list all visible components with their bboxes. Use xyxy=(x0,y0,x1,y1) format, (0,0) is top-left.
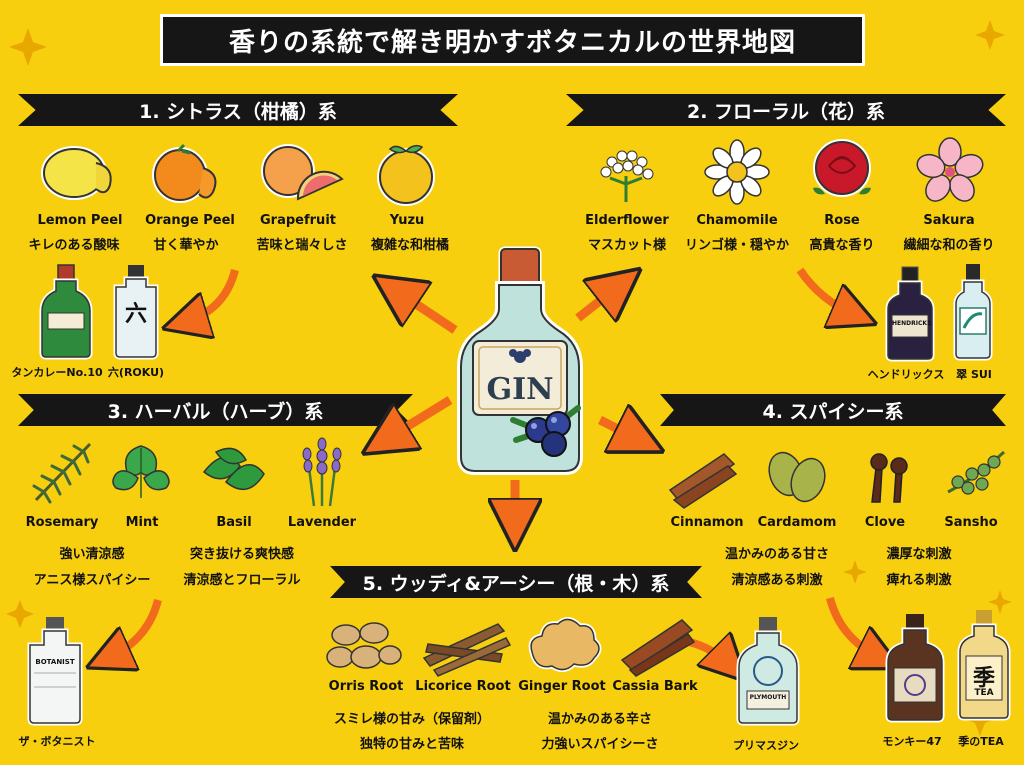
botanical-desc: 複雑な和柑橘 xyxy=(370,238,450,253)
botanical-desc: 高貴な香り xyxy=(809,238,875,253)
botanical-desc: マスカット様 xyxy=(587,238,667,253)
elderflower-icon xyxy=(600,150,654,202)
mint-icon xyxy=(112,445,170,498)
botanical-name: Rose xyxy=(824,213,860,228)
botanical-name: Orris Root xyxy=(328,679,404,694)
botanical-name: Rosemary xyxy=(25,515,99,530)
clove-icon xyxy=(870,453,908,503)
lavender-icon xyxy=(302,437,342,507)
botanical-name: Orange Peel xyxy=(145,213,235,228)
sakura-icon xyxy=(916,137,984,202)
section-heading-woody: 5. ウッディ&アーシー（根・木）系 xyxy=(330,566,702,598)
botanical-name: Grapefruit xyxy=(260,213,336,228)
botanist-bottle-text: BOTANIST xyxy=(35,658,75,666)
hendricks-bottle-text: HENDRICKS xyxy=(892,320,932,327)
botanical-desc: アニス様スパイシー xyxy=(33,573,151,588)
gin-name: プリマスジン xyxy=(733,739,799,752)
botanical-desc: 温かみのある甘さ xyxy=(724,547,830,562)
botanical-name: Elderflower xyxy=(585,213,669,228)
botanical-name: Lavender xyxy=(287,515,357,530)
botanical-desc: 突き抜ける爽快感 xyxy=(189,547,295,562)
botanical-desc: スミレ様の甘み（保留剤） xyxy=(333,712,491,727)
basil-icon xyxy=(202,447,265,491)
section-heading-floral: 2. フローラル（花）系 xyxy=(566,94,1006,126)
gin-name: ヘンドリックス xyxy=(867,368,945,381)
roku-bottle-icon xyxy=(113,265,159,360)
botanical-name: Sansho xyxy=(944,515,998,530)
botanical-desc: 痺れる刺激 xyxy=(886,573,952,588)
tanqueray-bottle-icon xyxy=(39,264,93,360)
botanical-name: Cinnamon xyxy=(670,515,744,530)
botanical-name: Cassia Bark xyxy=(612,679,698,694)
licorice-root-icon xyxy=(422,623,512,677)
botanical-desc: 清涼感とフローラル xyxy=(183,573,301,588)
gin-name: ザ・ボタニスト xyxy=(18,735,96,748)
botanical-name: Ginger Root xyxy=(518,679,606,694)
botanical-desc: 濃厚な刺激 xyxy=(886,547,952,562)
lemon-icon xyxy=(41,146,112,200)
kinotea-bottle-text: 季 xyxy=(972,666,995,691)
roku-bottle-text: 六 xyxy=(124,302,147,327)
ginger-root-icon xyxy=(528,617,602,672)
botanist-bottle-icon xyxy=(27,617,83,726)
botanical-name: Mint xyxy=(125,515,159,530)
botanical-name: Basil xyxy=(216,515,252,530)
botanical-desc: 独特の甘みと苦味 xyxy=(359,737,465,752)
gin-name: 六(ROKU) xyxy=(107,366,165,379)
sui-bottle-icon xyxy=(953,264,993,361)
chamomile-icon xyxy=(704,139,770,205)
botanical-desc: リンゴ様・穏やか xyxy=(684,238,790,253)
monkey47-bottle-icon xyxy=(885,614,945,723)
botanical-desc: 苦味と瑞々しさ xyxy=(256,238,348,253)
gin-name: 翠 SUI xyxy=(956,368,992,381)
botanical-desc: 甘く華やか xyxy=(153,238,219,253)
botanical-name: Clove xyxy=(864,515,906,530)
botanical-name: Chamomile xyxy=(696,213,778,228)
gin-bottle-icon xyxy=(457,246,583,475)
section-heading-citrus: 1. シトラス（柑橘）系 xyxy=(18,94,458,126)
botanical-desc: キレのある酸味 xyxy=(28,238,120,253)
botanical-desc: 清涼感ある刺激 xyxy=(731,573,823,588)
botanical-name: Sakura xyxy=(923,213,975,228)
botanical-name: Cardamom xyxy=(757,515,837,530)
rosemary-icon xyxy=(32,442,92,504)
gin-name: モンキー47 xyxy=(882,735,942,748)
plymouth-bottle-icon xyxy=(736,617,800,726)
kinotea-bottle-subtext: TEA xyxy=(974,688,994,698)
sansho-icon xyxy=(947,450,1006,495)
cardamom-icon xyxy=(768,451,826,503)
section-heading-spicy: 4. スパイシー系 xyxy=(660,394,1006,426)
botanical-desc: 強い清涼感 xyxy=(59,547,125,562)
kinotea-bottle-icon xyxy=(957,610,1011,721)
plymouth-bottle-text: PLYMOUTH xyxy=(749,694,787,701)
page-title: 香りの系統で解き明かすボタニカルの世界地図 xyxy=(160,14,865,66)
cinnamon-icon xyxy=(668,453,738,509)
botanical-desc: 力強いスパイシーさ xyxy=(541,737,659,752)
botanical-desc: 繊細な和の香り xyxy=(903,238,995,253)
orris-root-icon xyxy=(326,622,402,669)
grapefruit-icon xyxy=(261,144,344,201)
orange-icon xyxy=(152,143,217,203)
yuzu-icon xyxy=(377,144,435,206)
gin-name: タンカレーNo.10 xyxy=(11,366,103,379)
botanical-name: Yuzu xyxy=(389,213,425,228)
hendricks-bottle-icon xyxy=(885,266,935,362)
rose-icon xyxy=(813,139,871,197)
gin-label: GIN xyxy=(486,372,554,407)
botanical-name: Lemon Peel xyxy=(37,213,123,228)
gin-name: 季のTEA xyxy=(958,735,1004,748)
section-heading-herbal: 3. ハーバル（ハーブ）系 xyxy=(18,394,413,426)
juniper-berries-icon xyxy=(510,405,581,457)
cassia-bark-icon xyxy=(620,619,696,677)
botanical-desc: 温かみのある辛さ xyxy=(547,712,653,727)
botanical-name: Licorice Root xyxy=(415,679,511,694)
